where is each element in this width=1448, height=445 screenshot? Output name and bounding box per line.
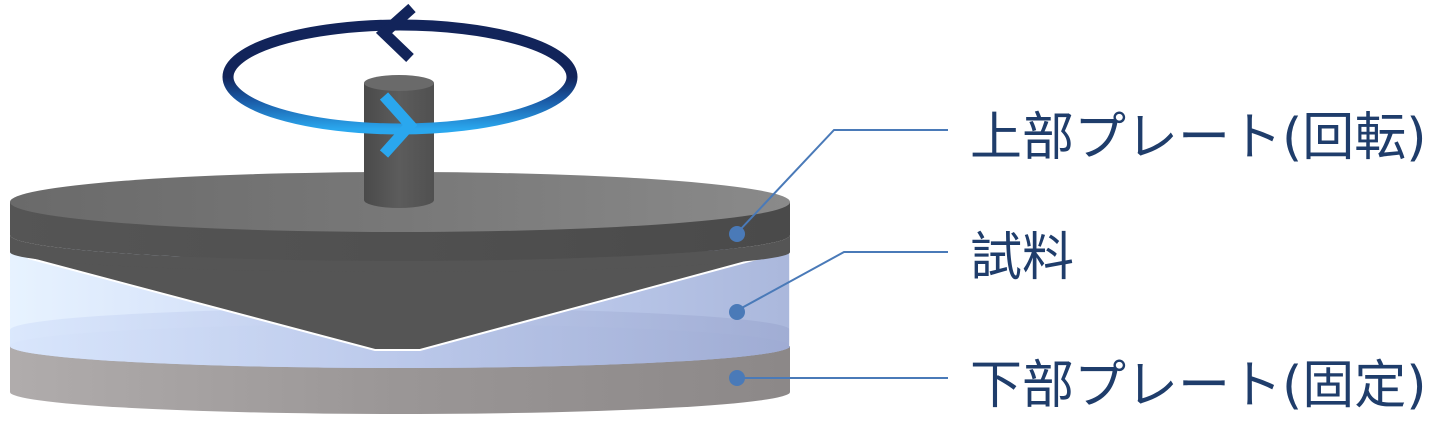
label-upper-plate: 上部プレート(回転) [970, 108, 1427, 168]
upper-plate-cone [10, 172, 791, 351]
marker-dot-upper [729, 226, 745, 242]
leader-lower-plate [729, 370, 948, 386]
leader-upper-plate [729, 129, 948, 242]
leader-sample [729, 251, 948, 320]
marker-dot-sample [729, 304, 745, 320]
marker-dot-lower [729, 370, 745, 386]
label-sample: 試料 [970, 228, 1075, 288]
rotation-arrow-icon [222, 3, 578, 158]
label-lower-plate: 下部プレート(固定) [970, 356, 1427, 416]
